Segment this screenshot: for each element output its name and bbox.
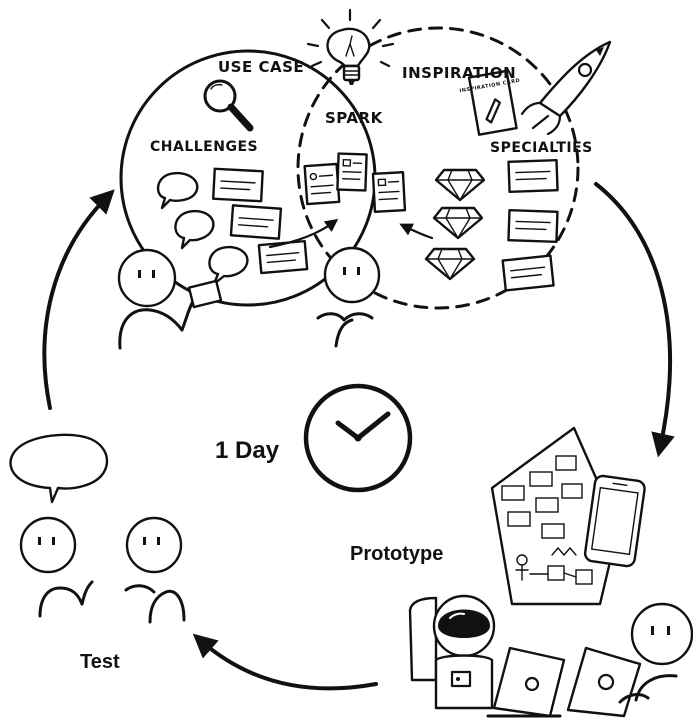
sticky-note: [507, 158, 559, 194]
lightbulb-icon: [306, 8, 395, 85]
diamond-icon: [432, 206, 484, 240]
challenge-notes: [211, 167, 309, 275]
test-label: Test: [80, 651, 120, 673]
astronaut-icon: [408, 594, 496, 710]
person-center: [316, 246, 381, 348]
challenge-to-spark-arrow: [268, 218, 339, 249]
prototype-label: Prototype: [350, 543, 443, 565]
spark-card: [303, 162, 341, 206]
laptop-icon: [566, 646, 642, 718]
test-to-venn-arrow: [42, 189, 115, 410]
spark-card: [371, 171, 407, 213]
person-left: [117, 248, 223, 350]
clock-icon: [303, 383, 413, 493]
sticky-note: [501, 254, 555, 292]
speech-bubble-icon: [9, 433, 109, 504]
sticky-note: [257, 239, 309, 275]
diamond-icon: [434, 168, 486, 202]
laptop-icon: [486, 646, 566, 718]
speech-bubble-icon: [156, 171, 199, 210]
specialty-diamonds: [424, 168, 486, 281]
test-person-left: [19, 516, 94, 618]
sticky-note: [229, 204, 283, 240]
specialty-to-spark-arrow: [399, 223, 434, 240]
speech-bubble-icon: [174, 209, 215, 250]
magnifier-icon: [203, 79, 254, 132]
challenges-label: CHALLENGES: [150, 139, 258, 155]
wireframe-tiles: [501, 455, 583, 539]
smartphone-icon: [583, 474, 646, 568]
inspiration-label: INSPIRATION: [402, 64, 516, 82]
rocket-icon: [520, 40, 612, 136]
test-person-right: [124, 516, 186, 624]
inspiration-circle: [296, 26, 580, 310]
sticky-note: [507, 208, 559, 244]
specialties-label: SPECIALTIES: [490, 140, 593, 156]
challenge-bubbles: [156, 171, 249, 286]
specialty-notes: [501, 158, 559, 292]
person-right: [618, 602, 693, 704]
spark-cards: [303, 152, 407, 213]
duration-label: 1 Day: [215, 437, 280, 464]
prototype-board: [490, 426, 620, 606]
sticky-note: [211, 167, 264, 203]
flow-sketch: [515, 546, 593, 585]
speech-bubble-icon: [208, 245, 249, 286]
spark-card: [336, 152, 368, 192]
use-case-label: USE CASE: [218, 58, 304, 76]
spark-label: SPARK: [325, 109, 384, 127]
venn-to-prototype-arrow: [594, 182, 675, 458]
inspiration-card: INSPIRATION CARD: [459, 69, 521, 136]
diamond-icon: [424, 247, 476, 281]
prototype-to-test-arrow: [192, 633, 378, 691]
